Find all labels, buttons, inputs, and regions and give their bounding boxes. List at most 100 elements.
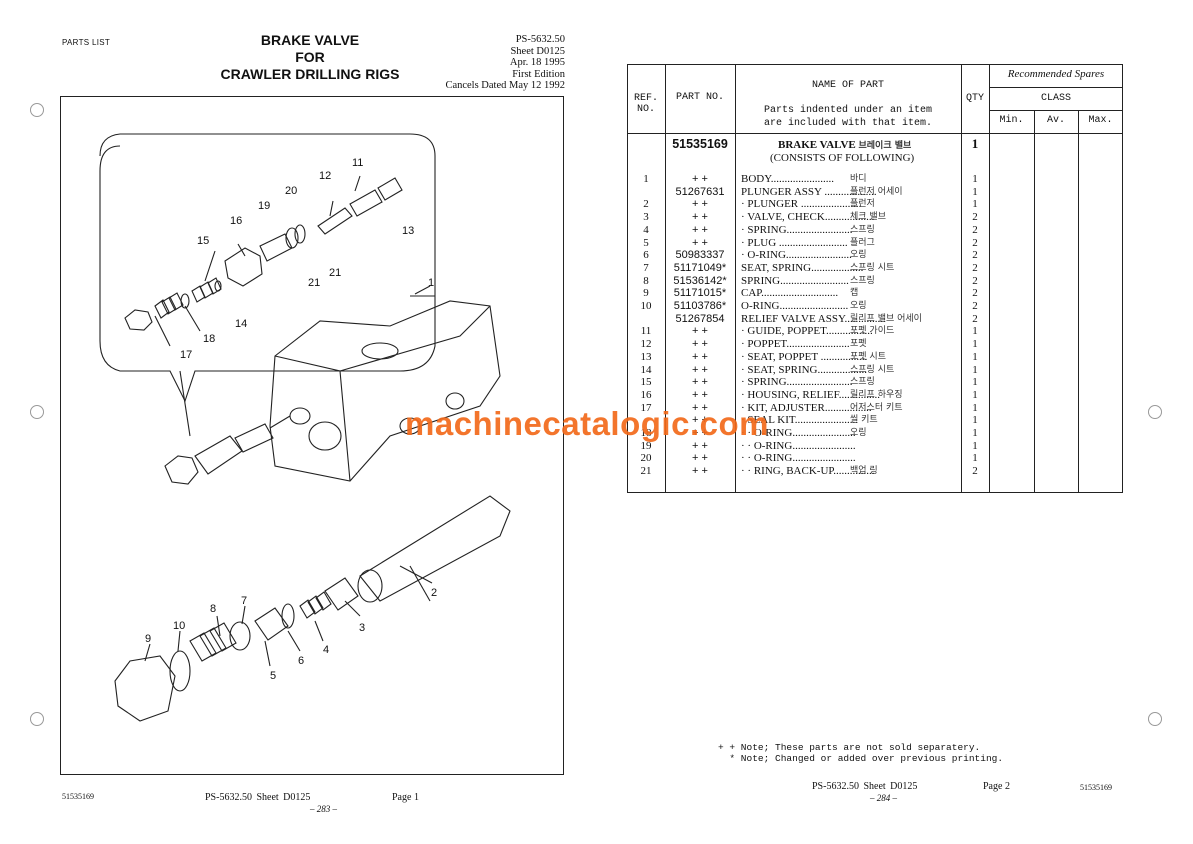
callout-11: 11: [352, 157, 363, 169]
row-korean-annotation: 스프링: [850, 377, 875, 388]
callout-21b: 21: [329, 267, 341, 279]
row-korean-annotation: 체크 밸브: [850, 212, 886, 223]
row-qty: 2: [972, 274, 978, 287]
row-part-name-text: · SPRING........................: [741, 223, 853, 236]
row-ref-no: 6: [643, 249, 649, 262]
row-part-name-text: · PLUNGER ......................: [741, 198, 862, 211]
row-qty: 1: [972, 401, 978, 414]
row-part-no: + +: [692, 325, 708, 338]
row-ref-no: 3: [643, 211, 649, 224]
row-part-no: + +: [692, 427, 708, 439]
row-part-no: + +: [692, 223, 708, 236]
row-divider: [989, 87, 1123, 88]
assembly-part-no: 51535169: [672, 137, 728, 151]
part-18-spring: [154, 292, 184, 319]
binder-hole: [1148, 405, 1162, 419]
part-14-seat: [214, 280, 222, 292]
part-18-oring: [180, 293, 190, 309]
row-korean-annotation: 릴리프 밸브 어세이: [850, 313, 922, 324]
row-qty: 1: [972, 198, 978, 211]
row-part-name-text: · · RING, BACK-UP...............: [741, 465, 875, 478]
row-part-name-text: · SEAT, SPRING..................: [741, 363, 868, 376]
row-part-name: · · RING, BACK-UP...............: [741, 465, 959, 478]
row-korean-annotation: 스프링 시트: [850, 364, 895, 375]
row-ref-no: 2: [643, 198, 649, 211]
row-korean-annotation: 오링: [850, 428, 867, 438]
notes: + + Note; These parts are not sold separ…: [718, 742, 1003, 764]
row-qty: 1: [972, 427, 978, 439]
row-part-name-text: · KIT, ADJUSTER.................: [741, 401, 872, 414]
row-qty: 1: [972, 350, 978, 363]
header-part-no: PART NO.: [675, 92, 724, 103]
row-part-no: 51267631: [675, 185, 725, 198]
left-footer-page-number: – 283 –: [310, 804, 337, 814]
row-ref-no: 14: [640, 363, 652, 376]
callout-1: 1: [428, 277, 434, 289]
part-1-body: [269, 300, 501, 482]
row-korean-annotation: 오링: [850, 250, 867, 261]
row-part-name-text: BODY.......................: [741, 173, 835, 185]
callout-15: 15: [197, 235, 209, 247]
row-qty: 2: [972, 236, 978, 249]
header-qty: QTY: [965, 93, 984, 104]
row-part-name: · POPPET.......................: [741, 338, 959, 351]
part-16-housing: [224, 247, 263, 287]
row-ref-no: 16: [640, 388, 652, 401]
row-part-no: + +: [692, 452, 708, 465]
row-part-name: · KIT, ADJUSTER.................: [741, 402, 959, 415]
part-2-plunger: [359, 495, 511, 602]
row-qty: 1: [972, 363, 978, 376]
callout-20: 20: [285, 185, 297, 197]
row-part-no: 51171049*: [673, 261, 727, 274]
row-part-name: · SPRING........................: [741, 376, 959, 389]
row-part-no: + +: [692, 350, 708, 363]
row-ref-no: 19: [640, 439, 652, 452]
ref-edition: First Edition: [512, 68, 565, 80]
binder-hole: [30, 103, 44, 117]
row-ref-no: 17: [640, 401, 652, 414]
row-korean-annotation: 릴리프 하우징: [850, 389, 903, 400]
relief-valve-nut: [164, 455, 199, 485]
row-part-name-text: SEAT, SPRING...................: [741, 261, 864, 274]
row-part-name: · · O-RING.......................: [741, 427, 959, 440]
diagram-frame: [60, 96, 564, 775]
row-part-name-text: · PLUG .........................: [741, 236, 848, 249]
assembly-sub: (CONSISTS OF FOLLOWING): [770, 152, 915, 164]
document-reference: PS-5632.50 Sheet D0125 Apr. 18 1995 Firs…: [405, 34, 565, 92]
part-8-spring: [189, 622, 237, 662]
callout-5: 5: [270, 670, 276, 682]
row-ref-no: 7: [643, 261, 649, 274]
row-part-no: + +: [692, 363, 708, 376]
callout-7: 7: [241, 595, 247, 607]
row-part-no: + +: [692, 388, 708, 401]
callout-21a: 21: [308, 277, 320, 289]
row-part-name: CAP............................: [741, 287, 959, 300]
callout-19: 19: [258, 200, 270, 212]
row-part-no: + +: [692, 198, 708, 211]
row-part-name: RELIEF VALVE ASSY...............: [741, 313, 959, 326]
col-divider: [665, 64, 666, 493]
row-part-name-text: CAP............................: [741, 287, 839, 300]
row-qty: 1: [972, 325, 978, 338]
row-part-no: + +: [692, 338, 708, 351]
row-korean-annotation: 스프링: [850, 275, 875, 286]
row-ref-no: 1: [643, 173, 649, 185]
part-19-seat: [259, 233, 293, 262]
part-13-seat: [377, 177, 403, 201]
row-divider: [627, 133, 1123, 134]
ref-ps: PS-5632.50: [515, 34, 565, 45]
row-ref-no: 15: [640, 376, 652, 389]
row-ref-no: 5: [643, 236, 649, 249]
row-qty: 2: [972, 312, 978, 325]
assembly-name: BRAKE VALVE 브레이크 밸브: [778, 139, 912, 151]
ref-cancels: Cancels Dated May 12 1992: [445, 80, 565, 91]
row-part-no: 51103786*: [673, 300, 727, 312]
row-qty: 1: [972, 376, 978, 389]
header-max: Max.: [1088, 115, 1113, 126]
row-qty: 2: [972, 261, 978, 274]
header-recommended-spares: Recommended Spares: [1007, 68, 1105, 80]
row-part-name-text: · O-RING........................: [741, 249, 852, 262]
row-part-name: PLUNGER ASSY ...................: [741, 186, 959, 199]
right-footer-part-number: 51535169: [1080, 783, 1112, 792]
part-9-cap: [114, 655, 176, 722]
